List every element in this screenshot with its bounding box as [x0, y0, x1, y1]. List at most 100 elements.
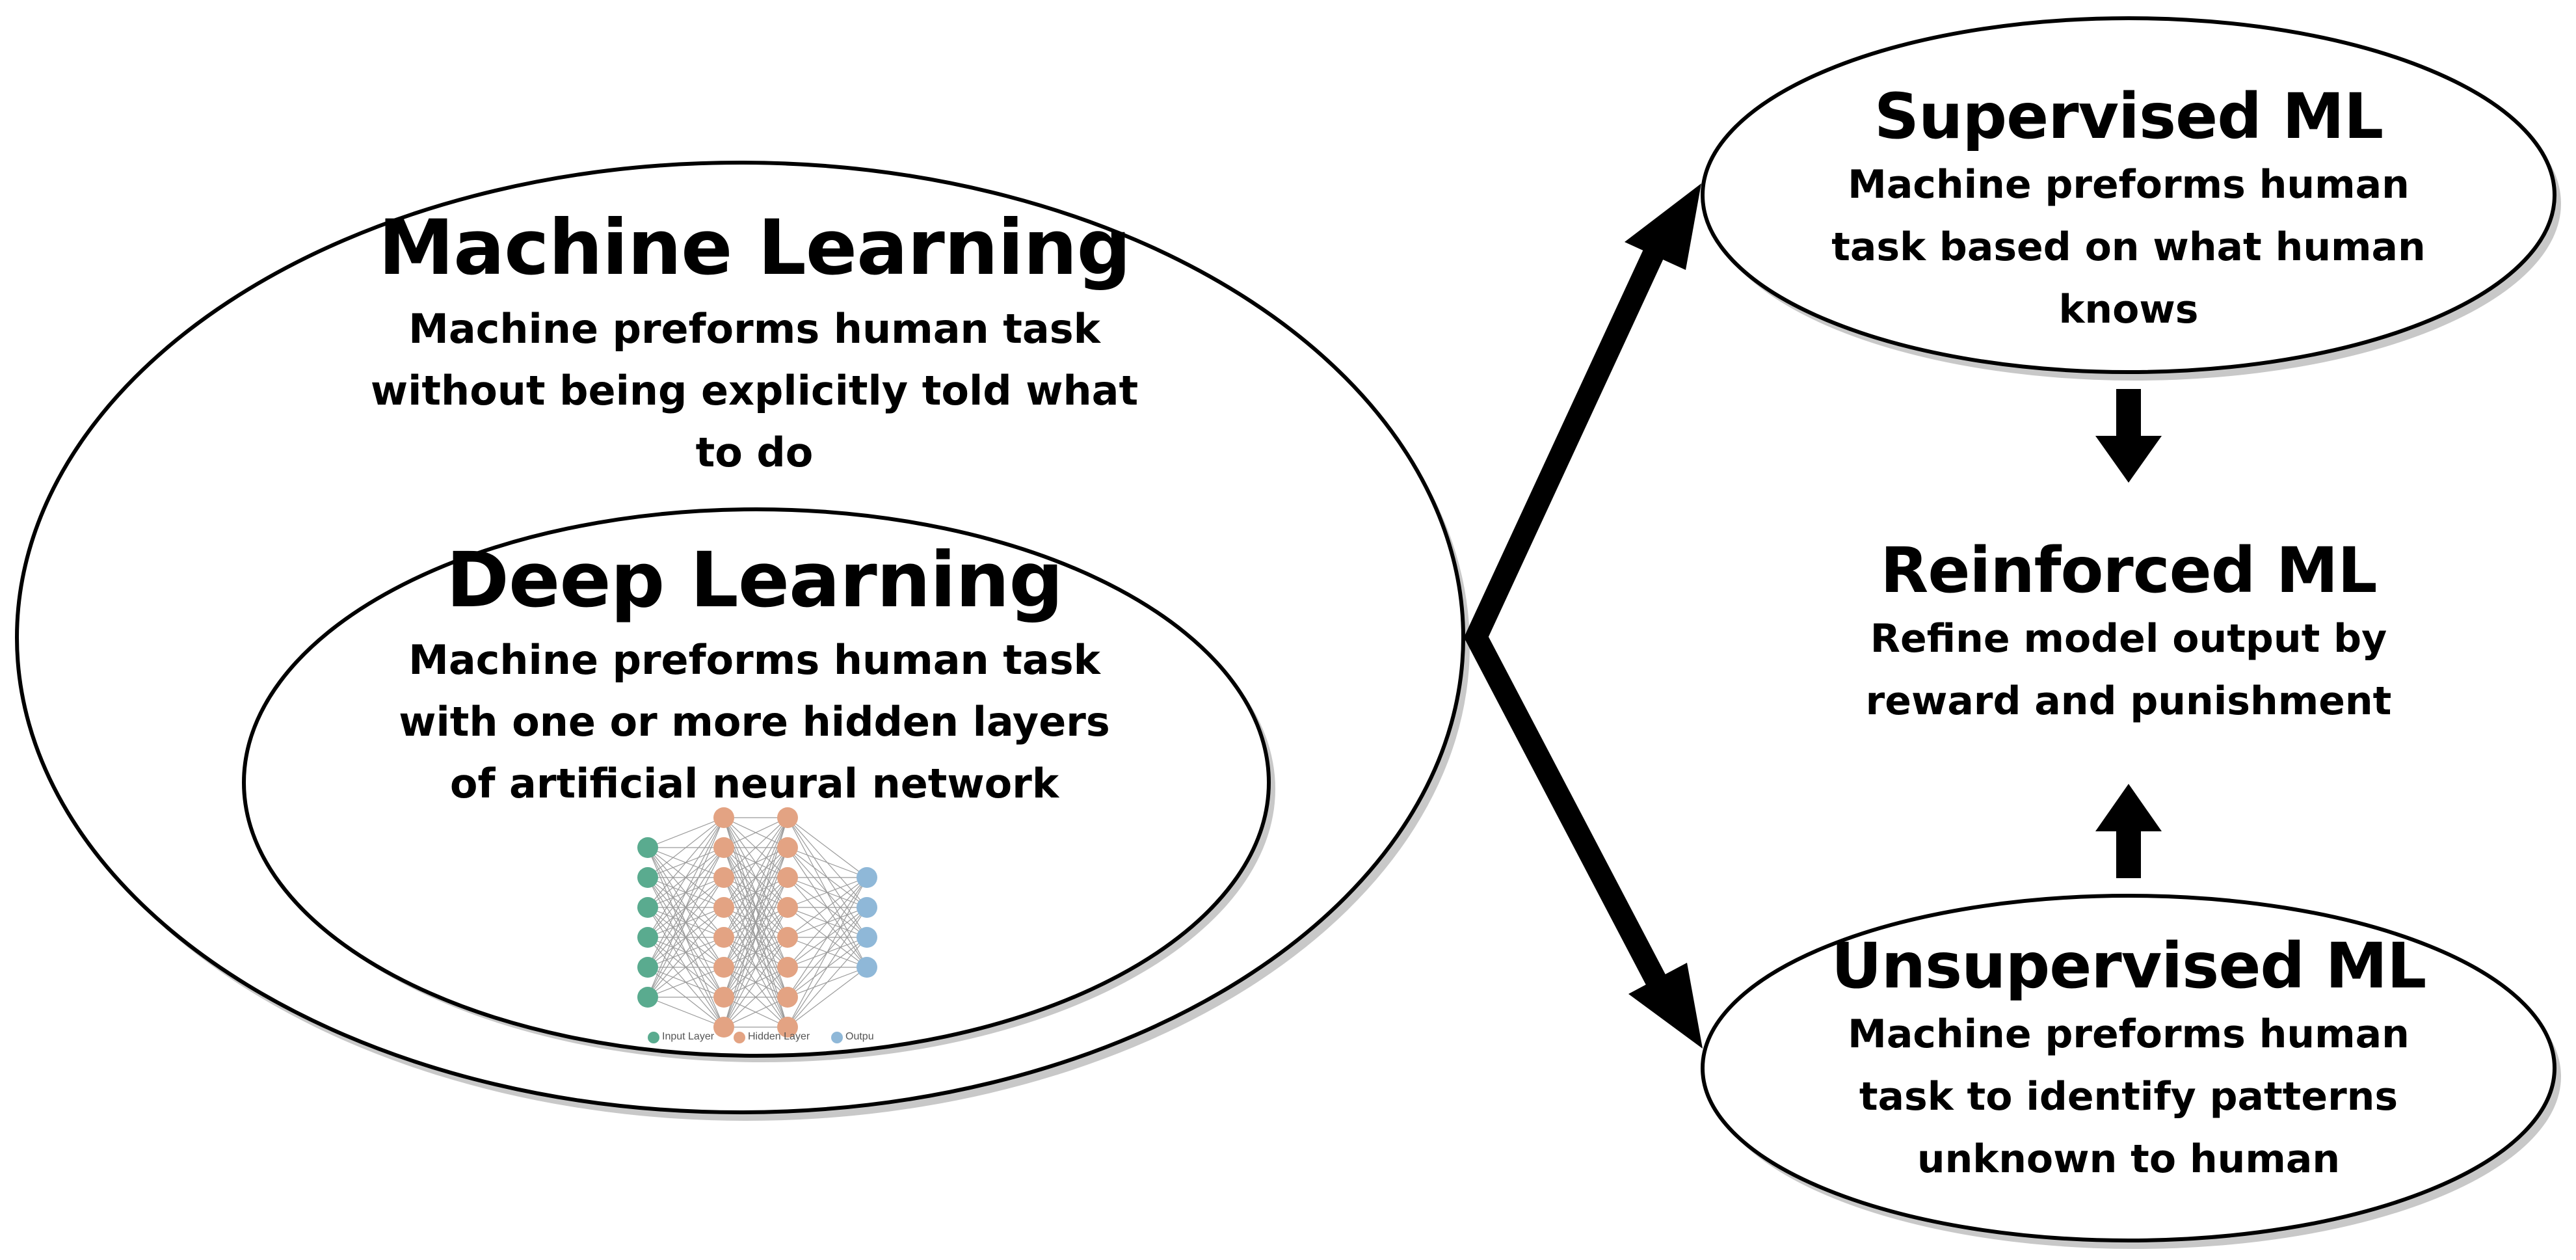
nn-edge: [647, 817, 724, 878]
nn-edge: [647, 817, 724, 848]
nn-edge: [723, 817, 788, 908]
deep-learning-line-2: with one or more hidden layers: [399, 698, 1110, 745]
machine-learning-line-2: without being explicitly told what: [370, 367, 1139, 414]
nn-edge: [723, 967, 788, 1028]
nn-node: [777, 897, 798, 918]
nn-edge: [647, 967, 724, 998]
nn-edge: [723, 817, 788, 1028]
deep-learning-line-1: Machine preforms human task: [408, 636, 1100, 684]
reinforced-text: Reinforced ML Refine model output by rew…: [1771, 533, 2486, 732]
reinforced-title: Reinforced ML: [1880, 534, 2377, 607]
arrow-unsupervised-to-reinforced-head: [2095, 784, 2162, 831]
deep-learning-text: Deep Learning Machine preforms human tas…: [332, 535, 1177, 814]
nn-node: [637, 837, 658, 858]
deep-learning-description: Machine preforms human task with one or …: [332, 629, 1177, 814]
supervised-description: Machine preforms human task based on wha…: [1771, 154, 2486, 341]
reinforced-line-2: reward and punishment: [1865, 678, 2392, 724]
nn-edge: [647, 847, 724, 998]
arrow-ml-to-unsupervised-shaft: [1463, 626, 1667, 987]
nn-edge: [787, 967, 868, 1028]
legend-hidden-label: Hidden Layer: [748, 1031, 810, 1042]
nn-edge: [647, 997, 724, 1028]
nn-node: [713, 957, 734, 978]
nn-node: [856, 957, 877, 978]
nn-edge: [787, 877, 868, 938]
nn-node: [637, 957, 658, 978]
deep-learning-title: Deep Learning: [445, 535, 1063, 624]
nn-node: [637, 897, 658, 918]
nn-edge: [647, 817, 724, 908]
nn-node: [713, 807, 734, 828]
unsupervised-description: Machine preforms human task to identify …: [1771, 1003, 2486, 1190]
machine-learning-description: Machine preforms human task without bein…: [332, 298, 1177, 483]
unsupervised-title: Unsupervised ML: [1831, 930, 2427, 1002]
nn-node: [856, 897, 877, 918]
nn-node: [777, 837, 798, 858]
neural-network-icon: [637, 807, 877, 1038]
nn-edge: [723, 817, 788, 938]
nn-edge: [723, 817, 788, 968]
nn-edge: [787, 877, 868, 998]
nn-node: [713, 987, 734, 1008]
nn-edge: [723, 817, 788, 848]
unsupervised-line-2: task to identify patterns: [1859, 1074, 2398, 1119]
nn-node: [713, 867, 734, 888]
deep-learning-line-3: of artificial neural network: [449, 760, 1059, 807]
nn-edge: [647, 817, 724, 938]
supervised-ellipse: [1701, 16, 2556, 374]
nn-node: [777, 867, 798, 888]
supervised-line-3: knows: [2058, 287, 2199, 332]
supervised-line-1: Machine preforms human: [1848, 162, 2410, 208]
machine-learning-text: Machine Learning Machine preforms human …: [332, 203, 1177, 483]
arrow-supervised-to-reinforced-shaft: [2116, 389, 2141, 442]
reinforced-description: Refine model output by reward and punish…: [1771, 608, 2486, 732]
machine-learning-title: Machine Learning: [378, 203, 1132, 292]
nn-edge: [647, 877, 724, 998]
legend-input-dot: [648, 1032, 659, 1043]
nn-edge: [787, 847, 868, 878]
legend-hidden-dot: [734, 1032, 745, 1043]
nn-edge: [723, 907, 788, 1028]
nn-edge: [647, 907, 724, 998]
unsupervised-line-3: unknown to human: [1917, 1136, 2341, 1182]
unsupervised-ellipse: [1701, 894, 2556, 1242]
nn-edge: [723, 877, 788, 1028]
nn-node: [777, 957, 798, 978]
nn-edge: [723, 937, 788, 1028]
legend-output-label: Outpu: [845, 1031, 874, 1042]
nn-node: [713, 837, 734, 858]
machine-learning-line-1: Machine preforms human task: [408, 305, 1100, 353]
nn-edge: [787, 907, 868, 1028]
nn-node: [777, 987, 798, 1008]
nn-node: [777, 927, 798, 948]
nn-node: [777, 807, 798, 828]
nn-node: [856, 867, 877, 888]
nn-node: [856, 927, 877, 948]
nn-edge: [787, 817, 868, 878]
arrow-ml-to-supervised-shaft: [1463, 245, 1666, 649]
nn-edge: [723, 817, 788, 878]
deep-learning-ellipse: [242, 507, 1271, 1058]
supervised-title: Supervised ML: [1874, 80, 2383, 153]
nn-node: [637, 987, 658, 1008]
nn-edge: [787, 877, 868, 968]
arrow-ml-to-supervised-head: [1625, 183, 1701, 270]
nn-edge: [723, 847, 788, 1028]
nn-edge: [647, 817, 724, 998]
supervised-line-2: task based on what human: [1831, 224, 2426, 270]
legend-output-dot: [831, 1032, 843, 1043]
nn-edge: [787, 937, 868, 1028]
nn-node: [637, 867, 658, 888]
nn-edge: [787, 877, 868, 1028]
nn-edge: [787, 877, 868, 908]
supervised-text: Supervised ML Machine preforms human tas…: [1771, 79, 2486, 341]
machine-learning-line-3: to do: [695, 429, 814, 476]
arrow-supervised-to-reinforced-head: [2095, 436, 2162, 483]
nn-edge: [723, 817, 788, 998]
nn-node: [713, 1017, 734, 1038]
legend-input-label: Input Layer: [662, 1031, 715, 1042]
arrow-unsupervised-to-reinforced-shaft: [2116, 825, 2141, 878]
nn-node: [713, 897, 734, 918]
reinforced-line-1: Refine model output by: [1870, 616, 2387, 662]
